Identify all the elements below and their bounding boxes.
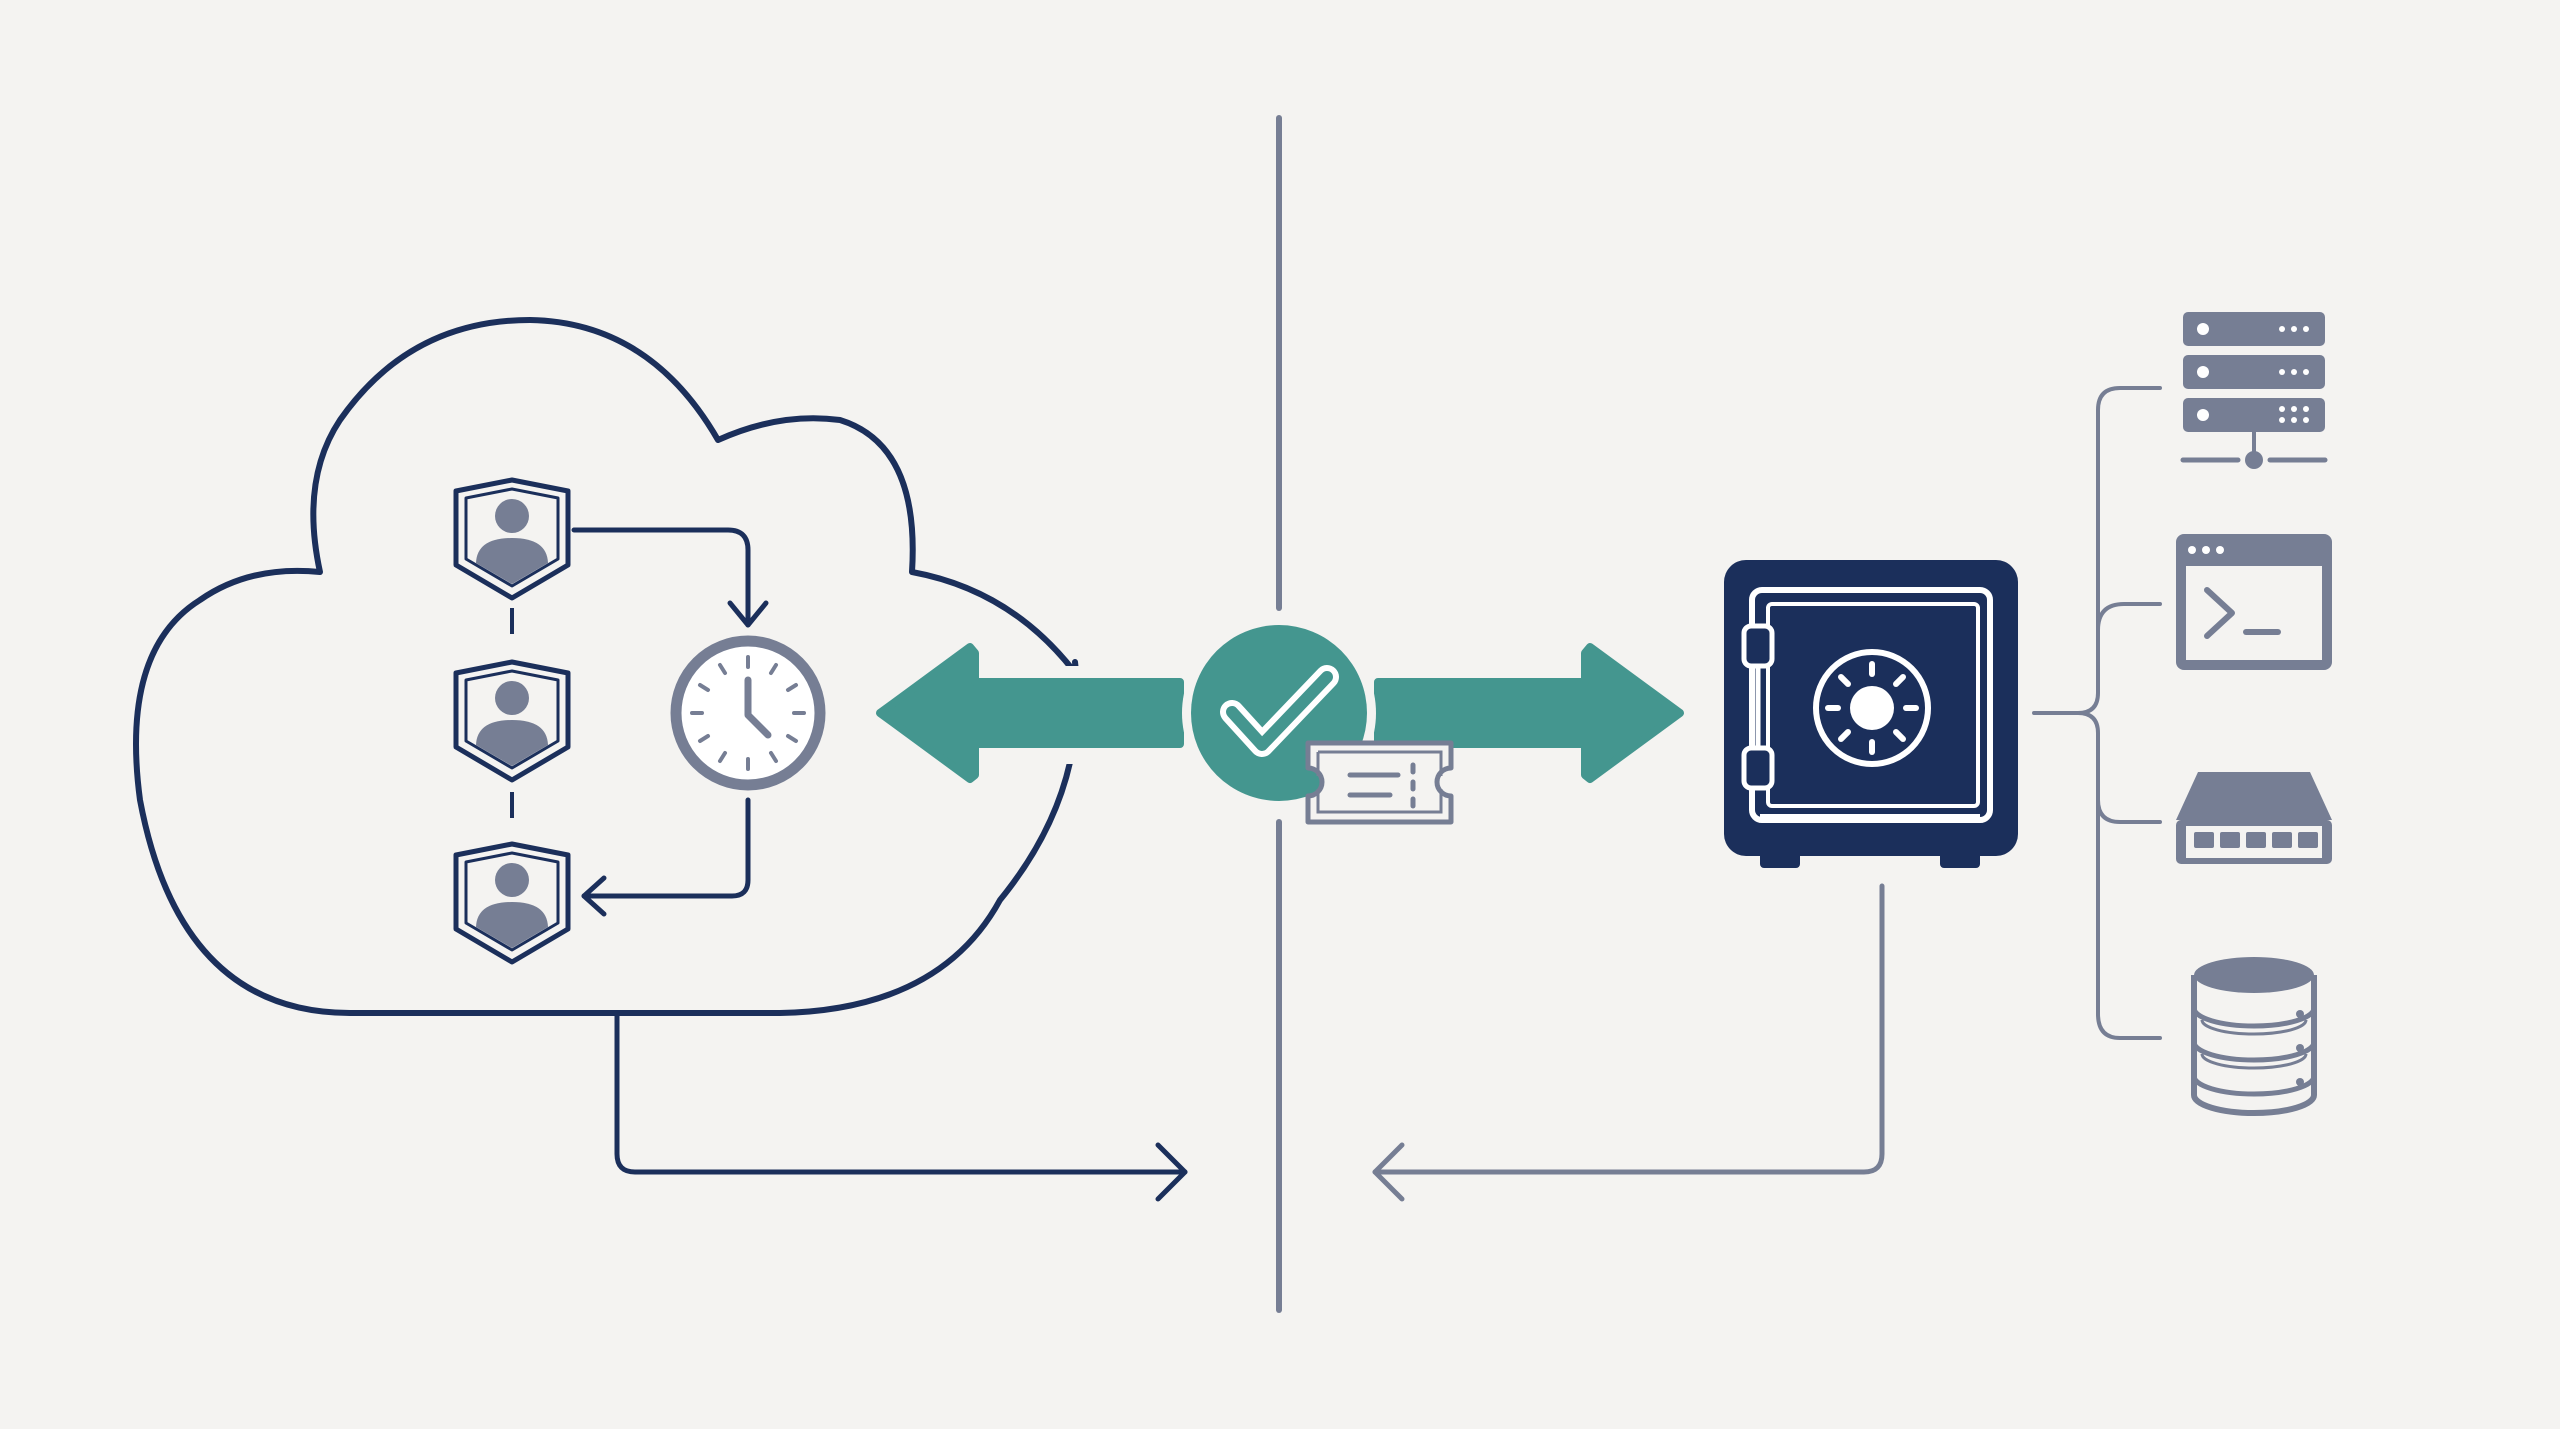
network-switch-icon	[2176, 772, 2332, 864]
verified-access-arrow	[876, 643, 1684, 783]
vault-safe-icon	[1724, 560, 2018, 868]
ticket-icon	[1305, 740, 1454, 825]
arrow-cloud-to-boundary	[614, 1010, 1188, 1202]
clock-icon	[670, 635, 826, 791]
server-rack-icon	[2180, 312, 2328, 469]
role-shield-3-icon	[456, 844, 568, 962]
arrow-role-to-timer	[571, 527, 769, 628]
database-icon	[2191, 957, 2317, 1116]
vault-resource-connectors	[2032, 386, 2162, 1040]
arrow-vault-to-boundary	[1372, 883, 1885, 1202]
role-shield-1-icon	[456, 480, 568, 598]
terminal-window-icon	[2176, 534, 2332, 670]
role-shield-2-icon	[456, 662, 568, 780]
arrow-timer-to-role	[581, 797, 751, 917]
